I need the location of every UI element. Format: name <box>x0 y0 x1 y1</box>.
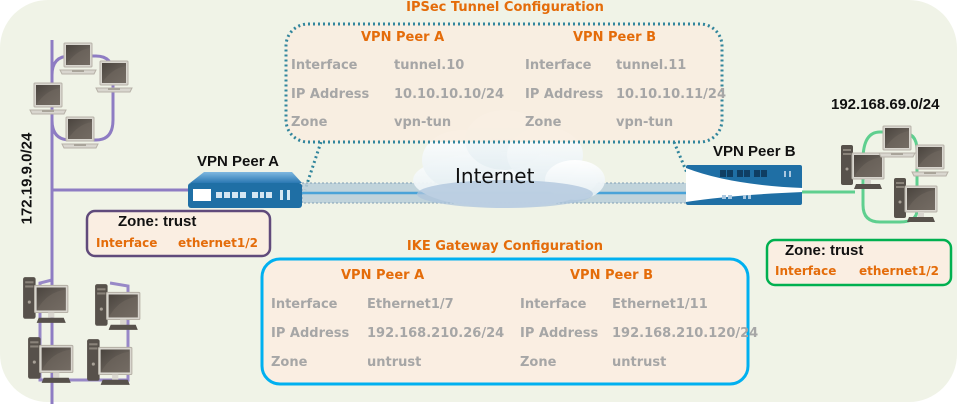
ike-peer-b-zone-label: Zone <box>520 355 557 370</box>
desktop-computer-icon <box>94 283 141 331</box>
desktop-computer-icon <box>27 336 74 384</box>
site-a-subnet: 172.19.9.0/24 <box>18 132 36 225</box>
ike-config-box <box>260 257 750 386</box>
ipsec-peer-a-ip-value: 10.10.10.10/24 <box>394 87 505 102</box>
ike-peer-b-heading: VPN Peer B <box>570 268 654 283</box>
zone-b-box <box>765 238 953 287</box>
ipsec-peer-b-zone-value: vpn-tun <box>616 115 674 130</box>
laptop-icon <box>29 82 67 115</box>
ipsec-peer-b-ip-value: 10.10.10.11/24 <box>616 87 727 102</box>
zone-a-title: Zone: trust <box>118 213 197 230</box>
ipsec-peer-a-zone-value: vpn-tun <box>394 115 452 130</box>
ipsec-peer-a-zone-label: Zone <box>291 115 328 130</box>
site-b-computers <box>840 125 949 223</box>
laptop-icon <box>59 42 97 75</box>
ipsec-config-title: IPSec Tunnel Configuration <box>406 0 604 15</box>
ipsec-peer-a-ip-label: IP Address <box>291 87 370 102</box>
ike-peer-a-zone-label: Zone <box>271 355 308 370</box>
zone-b-title: Zone: trust <box>785 242 864 259</box>
ipsec-peer-a-interface-label: Interface <box>291 58 358 73</box>
firewall-a-icon <box>188 172 302 208</box>
ipsec-peer-b-heading: VPN Peer B <box>573 30 657 45</box>
ipsec-peer-b-interface-value: tunnel.11 <box>616 58 687 73</box>
desktop-computer-icon <box>86 338 133 386</box>
vpn-peer-a-label: VPN Peer A <box>197 153 279 170</box>
zone-a-interface-label: Interface <box>96 236 158 250</box>
desktop-computer-icon <box>22 276 69 324</box>
ipsec-config-box <box>284 22 724 144</box>
ipsec-peer-a-interface-value: tunnel.10 <box>394 58 465 73</box>
ike-peer-b-interface-label: Interface <box>520 297 587 312</box>
ipsec-peer-b-ip-label: IP Address <box>525 87 604 102</box>
ipsec-peer-b-zone-label: Zone <box>525 115 562 130</box>
vpn-peer-b-label: VPN Peer B <box>713 143 796 160</box>
site-b-subnet: 192.168.69.0/24 <box>831 96 940 113</box>
ike-config-title: IKE Gateway Configuration <box>406 239 604 254</box>
ipsec-peer-a-heading: VPN Peer A <box>361 30 445 45</box>
ike-peer-a-heading: VPN Peer A <box>341 268 425 283</box>
laptop-icon <box>61 116 99 149</box>
zone-a-interface-value: ethernet1/2 <box>178 236 258 250</box>
ipsec-peer-b-interface-label: Interface <box>525 58 592 73</box>
ike-peer-a-ip-value: 192.168.210.26/24 <box>367 326 505 341</box>
ike-peer-a-ip-label: IP Address <box>271 326 350 341</box>
ike-peer-b-ip-label: IP Address <box>520 326 599 341</box>
ike-peer-b-zone-value: untrust <box>612 355 667 370</box>
firewall-b-icon <box>686 165 803 205</box>
laptop-icon <box>878 125 916 158</box>
zone-b-interface-label: Interface <box>775 264 837 278</box>
zone-a-box <box>85 209 272 258</box>
ike-peer-b-ip-value: 192.168.210.120/24 <box>612 326 759 341</box>
internet-label: Internet <box>455 164 535 188</box>
zone-b-interface-value: ethernet1/2 <box>859 264 939 278</box>
ike-peer-b-interface-value: Ethernet1/11 <box>612 297 708 312</box>
ike-peer-a-interface-value: Ethernet1/7 <box>367 297 454 312</box>
site-a-laptops <box>29 42 133 149</box>
ipsec-connectors <box>303 141 692 191</box>
ike-peer-a-interface-label: Interface <box>271 297 338 312</box>
ike-peer-a-zone-value: untrust <box>367 355 422 370</box>
